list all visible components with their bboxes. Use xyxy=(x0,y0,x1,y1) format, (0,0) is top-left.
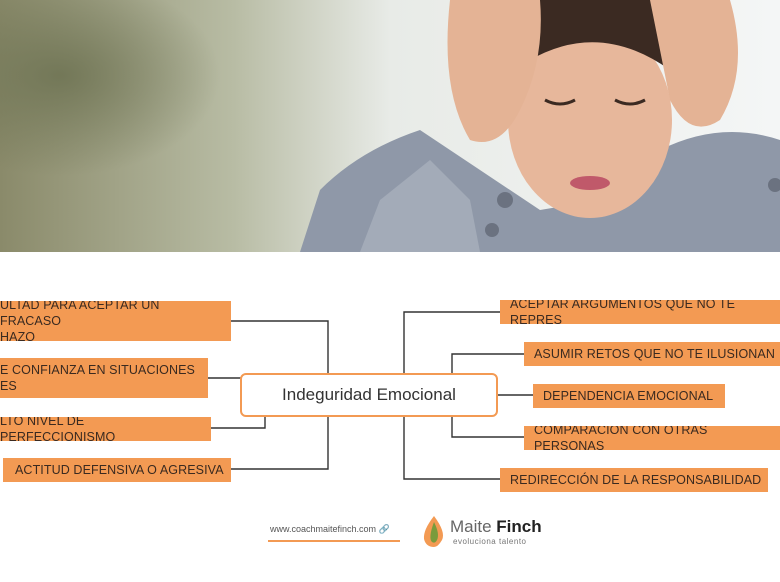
center-node: Indeguridad Emocional xyxy=(240,373,498,417)
right-node-3-label: DEPENDENCIA EMOCIONAL xyxy=(543,389,714,403)
right-node-3: DEPENDENCIA EMOCIONAL xyxy=(533,384,725,408)
drop-logo-icon xyxy=(423,516,443,547)
left-node-2: E CONFIANZA EN SITUACIONES ES xyxy=(0,358,208,398)
footer-underline xyxy=(268,540,400,542)
left-node-3-label: LTO NIVEL DE PERFECCIONISMO xyxy=(0,417,116,441)
link-icon: 🔗 xyxy=(378,524,390,534)
brand-tagline: evoluciona talento xyxy=(453,537,527,546)
website-link[interactable]: www.coachmaitefinch.com 🔗 xyxy=(270,524,390,535)
left-node-2-label: E CONFIANZA EN SITUACIONES ES xyxy=(0,363,195,393)
right-node-4-label: COMPARACIÓN CON OTRAS PERSONAS xyxy=(534,426,708,450)
right-node-1: ACEPTAR ARGUMENTOS QUE NO TE REPRES xyxy=(500,300,780,324)
brand-bold: Finch xyxy=(496,517,542,536)
left-node-4: ACTITUD DEFENSIVA O AGRESIVA xyxy=(3,458,231,482)
right-node-1-label: ACEPTAR ARGUMENTOS QUE NO TE REPRES xyxy=(510,300,736,324)
stressed-woman-photo xyxy=(0,0,780,252)
brand-name: Maite Finch xyxy=(450,517,542,537)
left-node-3: LTO NIVEL DE PERFECCIONISMO xyxy=(0,417,211,441)
center-node-label: Indeguridad Emocional xyxy=(282,385,456,404)
brand-light: Maite xyxy=(450,517,497,536)
right-node-5-label: REDIRECCIÓN DE LA RESPONSABILIDAD xyxy=(510,473,762,487)
right-node-2-label: ASUMIR RETOS QUE NO TE ILUSIONAN xyxy=(534,347,775,361)
right-node-2: ASUMIR RETOS QUE NO TE ILUSIONAN xyxy=(524,342,780,366)
left-node-1: ULTAD PARA ACEPTAR UN FRACASO HAZO xyxy=(0,301,231,341)
header-photo xyxy=(0,0,780,252)
left-node-1-label: ULTAD PARA ACEPTAR UN FRACASO HAZO xyxy=(0,301,160,341)
right-node-4: COMPARACIÓN CON OTRAS PERSONAS xyxy=(524,426,780,450)
left-node-4-label: ACTITUD DEFENSIVA O AGRESIVA xyxy=(15,463,224,477)
website-url: www.coachmaitefinch.com xyxy=(270,524,377,534)
right-node-5: REDIRECCIÓN DE LA RESPONSABILIDAD xyxy=(500,468,768,492)
